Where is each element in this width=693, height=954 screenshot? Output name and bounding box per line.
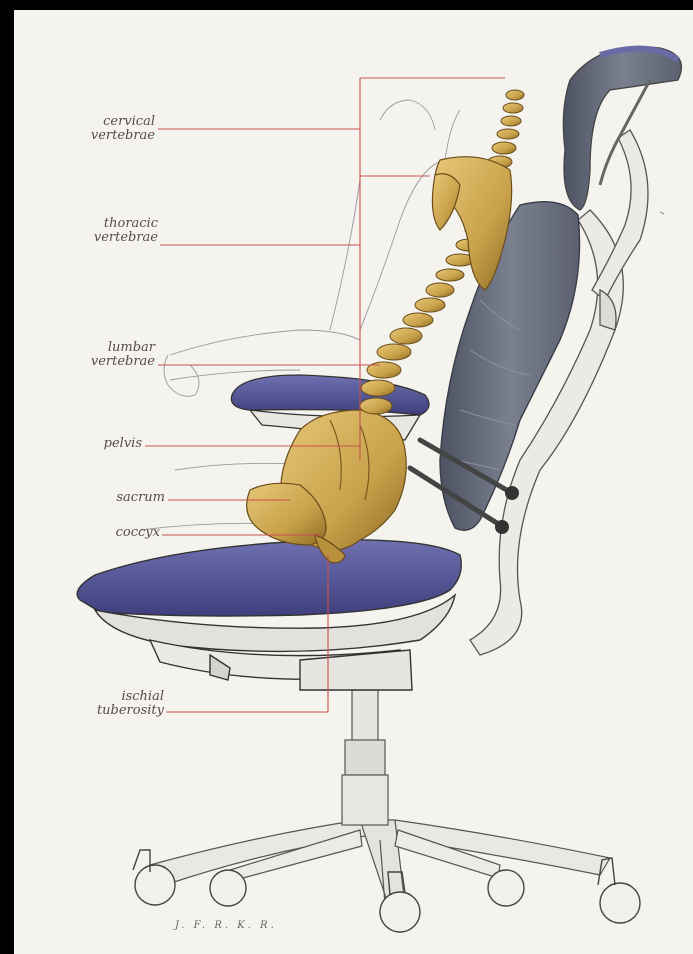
label-coccyx: coccyx <box>60 526 160 540</box>
label-thoracic-vertebrae: thoracic vertebrae <box>60 217 158 245</box>
label-cervical-vertebrae: cervical vertebrae <box>60 115 155 143</box>
label-pelvis: pelvis <box>60 437 142 451</box>
label-lumbar-vertebrae: lumbar vertebrae <box>55 341 155 369</box>
artist-signature: J. F. R. K. R. <box>175 920 277 931</box>
headrest <box>563 47 681 210</box>
label-sacrum: sacrum <box>60 491 165 505</box>
label-ischial-tuberosity: ischial tuberosity <box>60 690 164 718</box>
paper-marks <box>660 212 664 214</box>
backrest <box>440 202 580 531</box>
gas-column <box>342 690 388 825</box>
seat <box>77 540 461 690</box>
